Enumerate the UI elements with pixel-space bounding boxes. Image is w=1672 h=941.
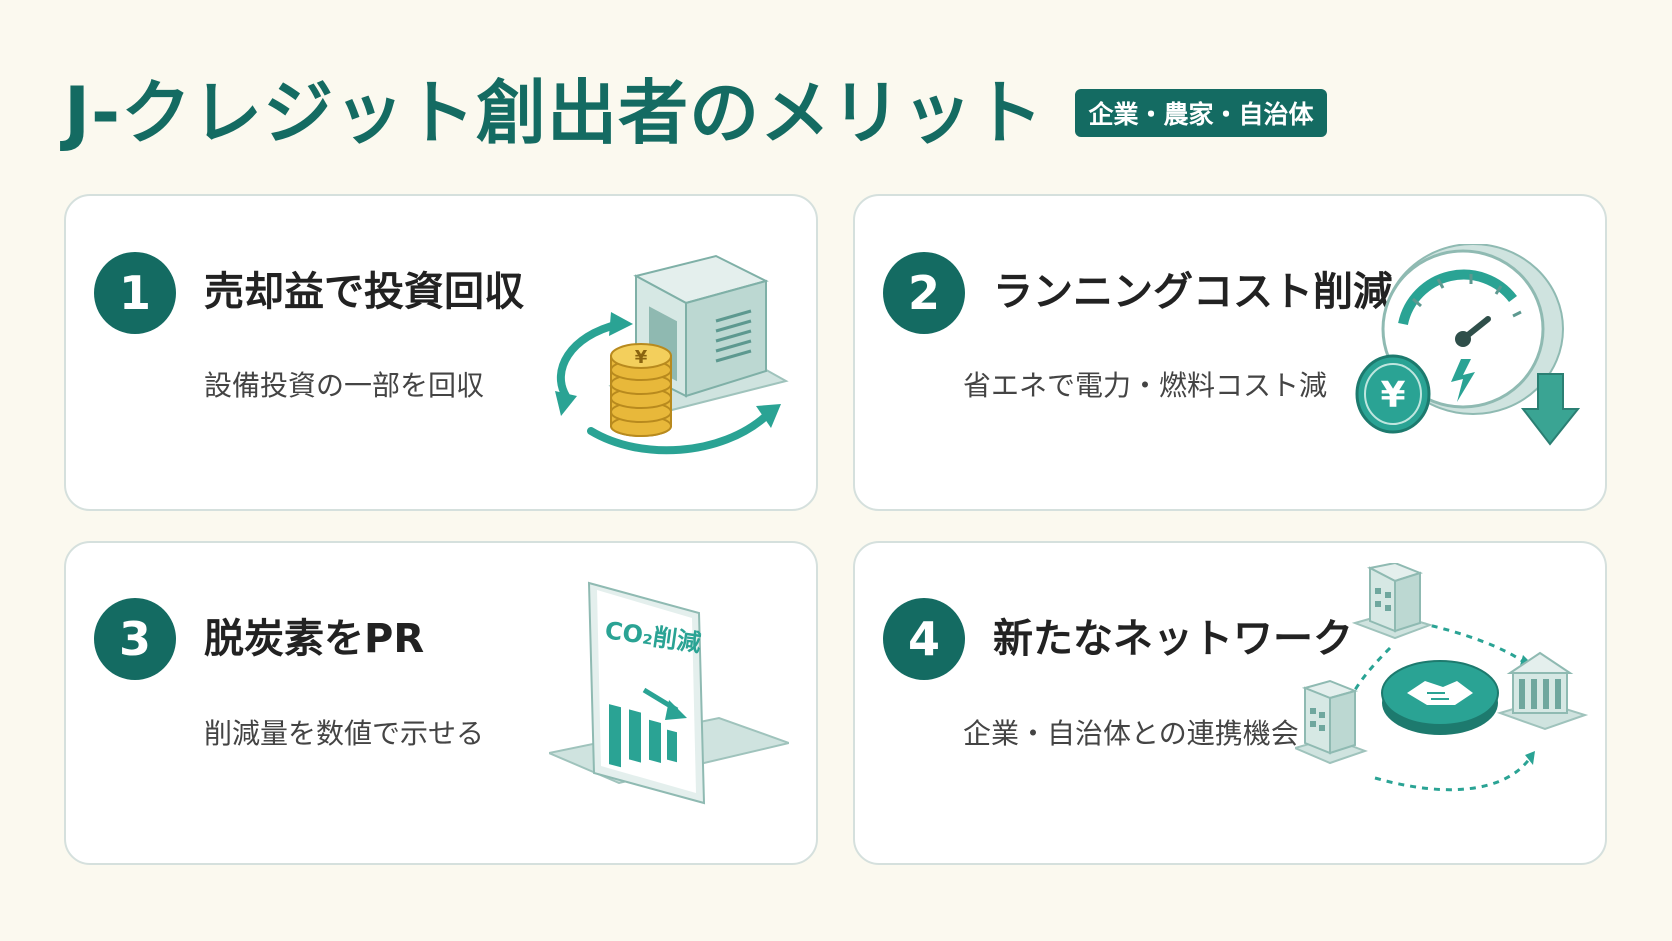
svg-text:¥: ¥ [635, 347, 648, 368]
target-tag: 企業・農家・自治体 [1075, 89, 1327, 137]
card-description: 設備投資の一部を回収 [204, 369, 485, 402]
merit-card-4: 4 新たなネットワーク 企業・自治体との連携機会 [853, 541, 1607, 865]
page-title: J-クレジット創出者のメリット [64, 72, 1045, 154]
equipment-coins-cycle-icon: ¥ [555, 254, 789, 455]
card-number-badge: 2 [883, 252, 965, 334]
card-title: 新たなネットワーク [993, 616, 1353, 662]
handshake-network-icon [1295, 563, 1589, 792]
merit-card-3: 3 脱炭素をPR 削減量を数値で示せる CO₂削減 [64, 541, 818, 865]
card-title: 脱炭素をPR [204, 616, 425, 662]
card-number-badge: 1 [94, 252, 176, 334]
card-description: 企業・自治体との連携機会 [963, 717, 1299, 750]
svg-text:¥: ¥ [1380, 375, 1405, 416]
card-number-badge: 4 [883, 598, 965, 680]
card-title: ランニングコスト削減 [993, 269, 1393, 315]
gauge-yen-down-icon: ¥ [1355, 244, 1581, 446]
card-number-badge: 3 [94, 598, 176, 680]
card-description: 削減量を数値で示せる [204, 717, 485, 750]
merit-card-1: 1 売却益で投資回収 設備投資の一部を回収 [64, 194, 818, 511]
merit-card-2: 2 ランニングコスト削減 省エネで電力・燃料コスト減 ¥ [853, 194, 1607, 511]
card-description: 省エネで電力・燃料コスト減 [963, 369, 1328, 402]
card-title: 売却益で投資回収 [204, 269, 524, 315]
co2-reduction-board-icon: CO₂削減 [549, 581, 789, 805]
